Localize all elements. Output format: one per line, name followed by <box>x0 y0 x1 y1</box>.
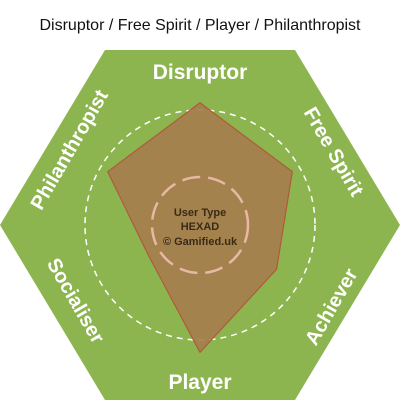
center-line-2: HEXAD <box>181 221 220 233</box>
center-line-3: © Gamified.uk <box>163 236 238 248</box>
label-player: Player <box>168 371 231 394</box>
label-disruptor: Disruptor <box>153 61 248 84</box>
center-line-1: User Type <box>174 207 226 219</box>
diagram-title: Disruptor / Free Spirit / Player / Phila… <box>39 17 361 34</box>
inner-dashed-circle <box>150 175 250 275</box>
score-polygon <box>106 102 293 354</box>
